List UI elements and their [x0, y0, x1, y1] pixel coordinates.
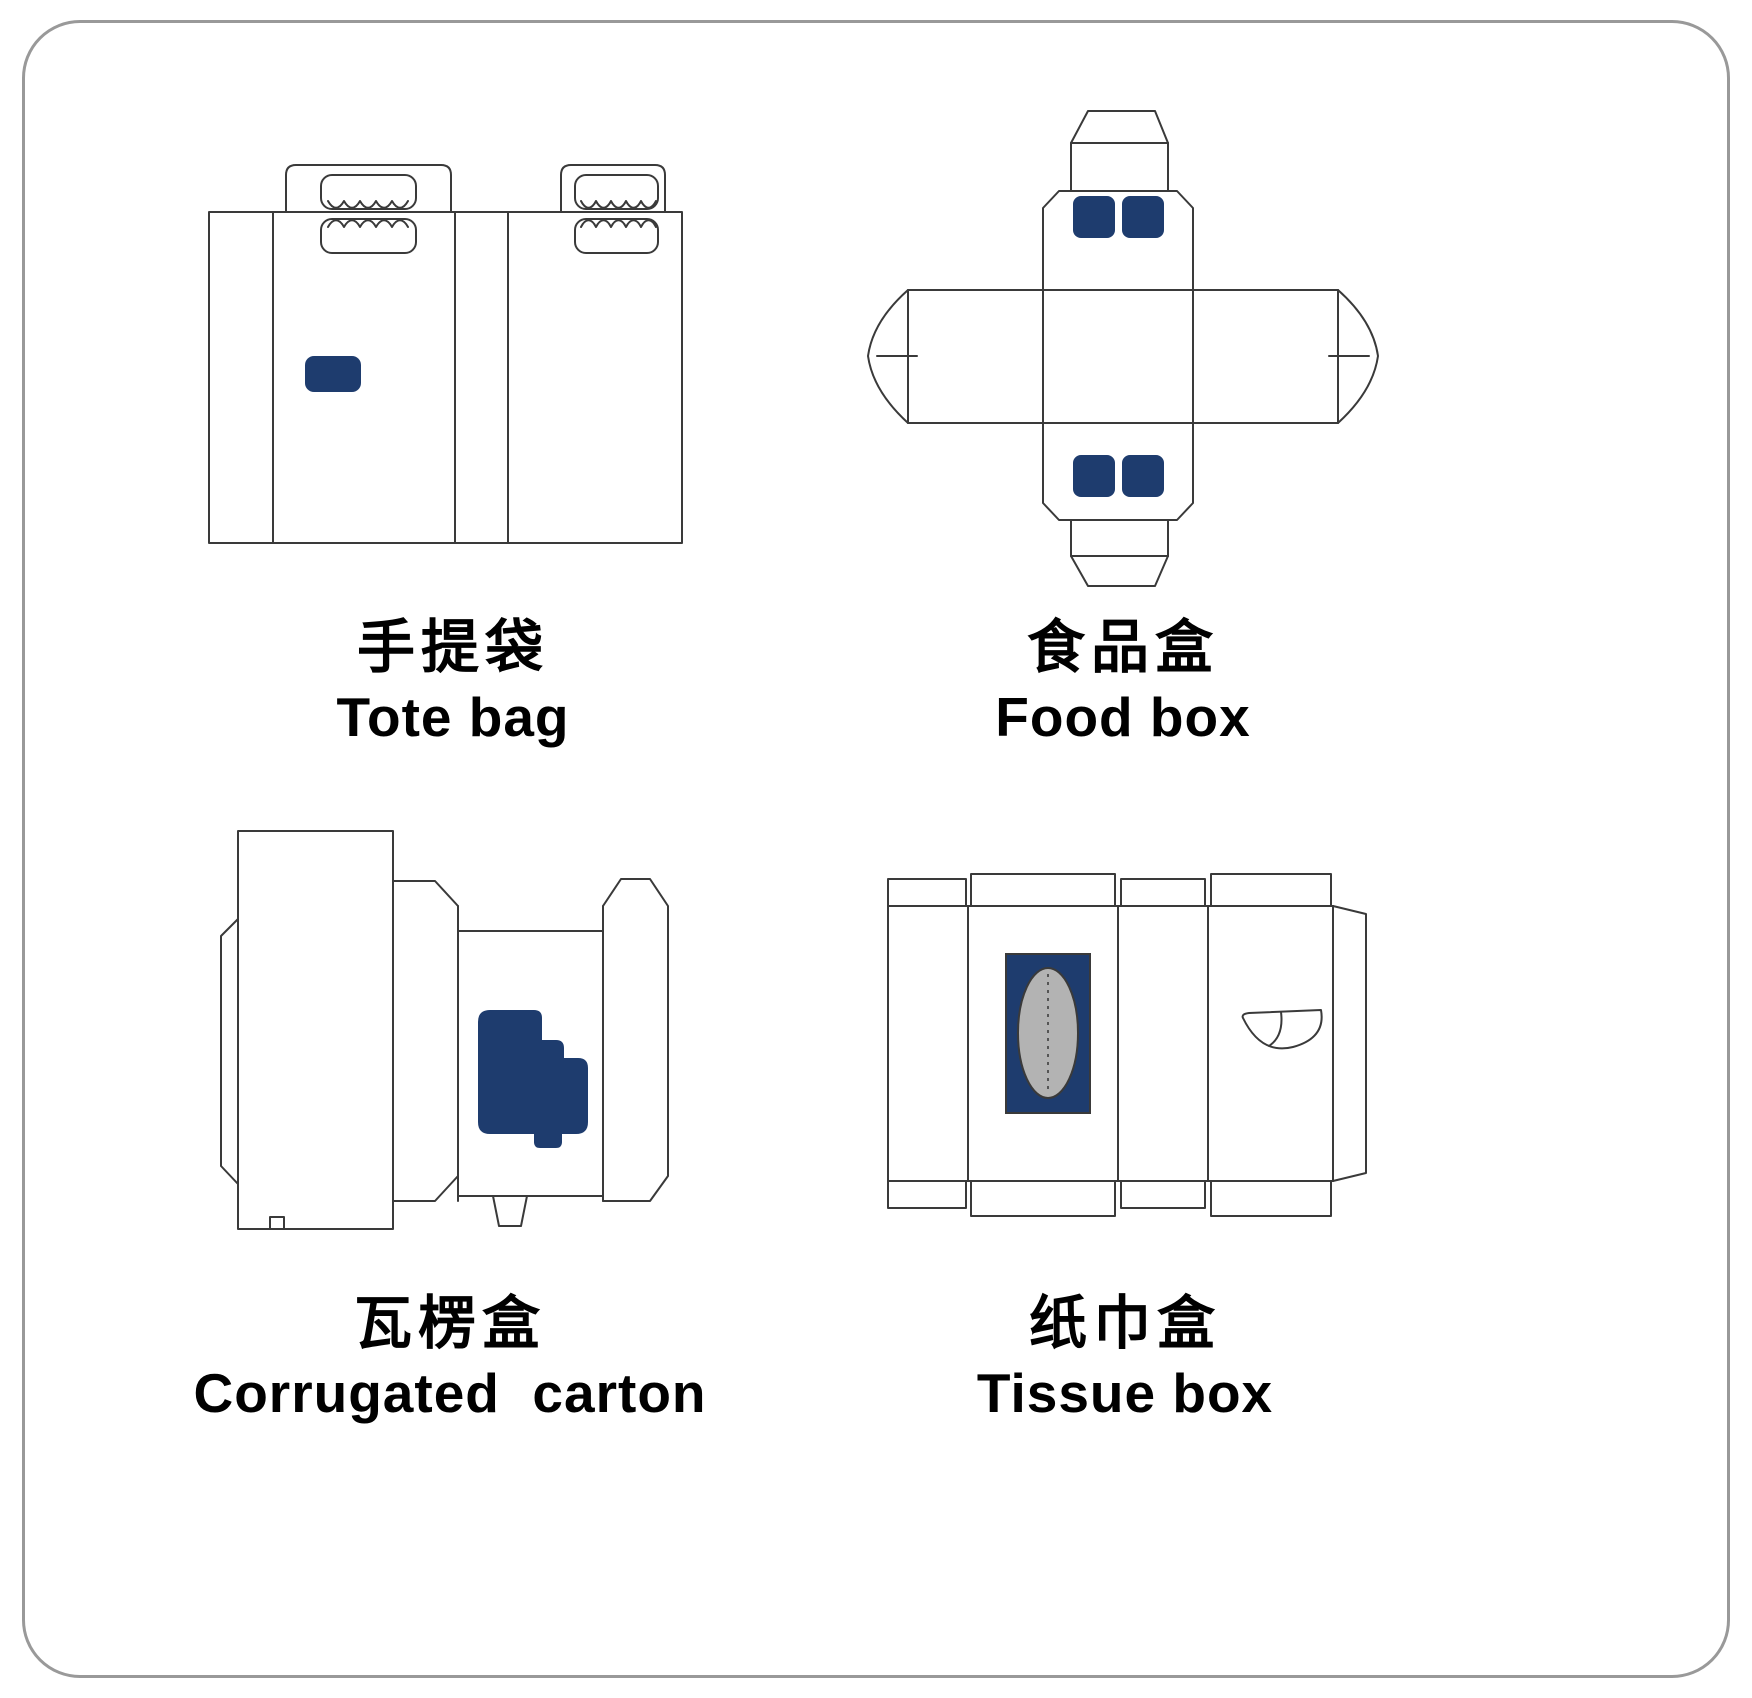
handle-grip-wave: [580, 219, 657, 228]
food-box-window-bottom-left: [1073, 455, 1115, 497]
band-right-point: [1337, 289, 1379, 424]
tote-bag-figure: [208, 161, 683, 551]
tote-bag-caption: 手提袋 Tote bag: [173, 615, 733, 753]
tissue-glue-flap: [1332, 905, 1367, 1182]
food-box-dieline: [867, 110, 1379, 587]
food-box-label-zh: 食品盒: [1026, 615, 1219, 680]
tissue-top-flap: [1120, 878, 1206, 907]
tote-bag-flap-right: [560, 164, 666, 213]
carton-right-panel: [602, 878, 669, 1202]
tote-bag-label-en: Tote bag: [336, 685, 570, 748]
tissue-thumb-cut-crease: [1268, 1011, 1283, 1047]
tissue-top-flap: [887, 878, 967, 907]
carton-bottom-tab: [492, 1195, 528, 1227]
tissue-top-flap: [970, 873, 1116, 907]
tissue-box-label-zh: 纸巾盒: [1028, 1291, 1221, 1356]
corrugated-carton-figure: [218, 826, 678, 1251]
tote-bag-window: [305, 356, 361, 392]
tote-bag-flap-left: [285, 164, 452, 213]
handle-grip-wave: [327, 200, 409, 209]
diagram-frame: 手提袋 Tote bag 食品盒 Food box 瓦楞盒 Corrugated…: [22, 20, 1730, 1678]
food-box-window-top-right: [1122, 196, 1164, 238]
corrugated-carton-label-zh: 瓦楞盒: [353, 1291, 546, 1356]
band-left-point: [867, 289, 909, 424]
food-box-figure: [863, 103, 1383, 598]
tissue-box-dieline: [887, 873, 1367, 1217]
corrugated-carton-caption: 瓦楞盒 Corrugated carton: [170, 1291, 730, 1429]
handle-grip-wave: [327, 219, 409, 228]
carton-panel2-top: [392, 880, 459, 907]
tissue-bottom-flap: [1120, 1180, 1206, 1209]
tissue-box-figure: [883, 866, 1373, 1231]
tissue-bottom-flap: [1210, 1180, 1332, 1217]
tote-bag-handle-right: [574, 174, 659, 210]
handle-grip-wave: [580, 200, 657, 209]
tote-bag-label-zh: 手提袋: [356, 615, 549, 680]
tote-bag-handle-left-lower: [320, 218, 417, 254]
carton-bottom-notch: [269, 1216, 285, 1230]
corrugated-carton-label-en: Corrugated carton: [193, 1361, 707, 1424]
carton-window-shape: [478, 1010, 588, 1148]
tote-bag-handle-right-lower: [574, 218, 659, 254]
food-box-label-en: Food box: [995, 685, 1251, 748]
food-box-bottom-flap: [1042, 422, 1194, 521]
carton-left-flap: [220, 918, 239, 1185]
carton-panel2-bottom: [392, 1175, 459, 1202]
corrugated-carton-dieline: [220, 830, 669, 1230]
tissue-thumb-cut: [1241, 1009, 1323, 1050]
tissue-box-caption: 纸巾盒 Tissue box: [845, 1291, 1405, 1429]
tissue-bottom-flap: [970, 1180, 1116, 1217]
food-box-window-top-left: [1073, 196, 1115, 238]
tissue-bottom-flap: [887, 1180, 967, 1209]
food-box-top-flap: [1042, 190, 1194, 291]
food-box-caption: 食品盒 Food box: [843, 615, 1403, 753]
food-box-top-tuck: [1070, 110, 1169, 144]
tissue-box-label-en: Tissue box: [976, 1361, 1274, 1424]
food-box-window-bottom-right: [1122, 455, 1164, 497]
carton-tall-panel: [237, 830, 394, 1230]
tissue-top-flap: [1210, 873, 1332, 907]
tote-bag-handle-left: [320, 174, 417, 210]
food-box-bottom-tuck: [1070, 555, 1169, 587]
tote-bag-dieline: [208, 164, 683, 544]
tote-bag-body: [208, 211, 683, 544]
